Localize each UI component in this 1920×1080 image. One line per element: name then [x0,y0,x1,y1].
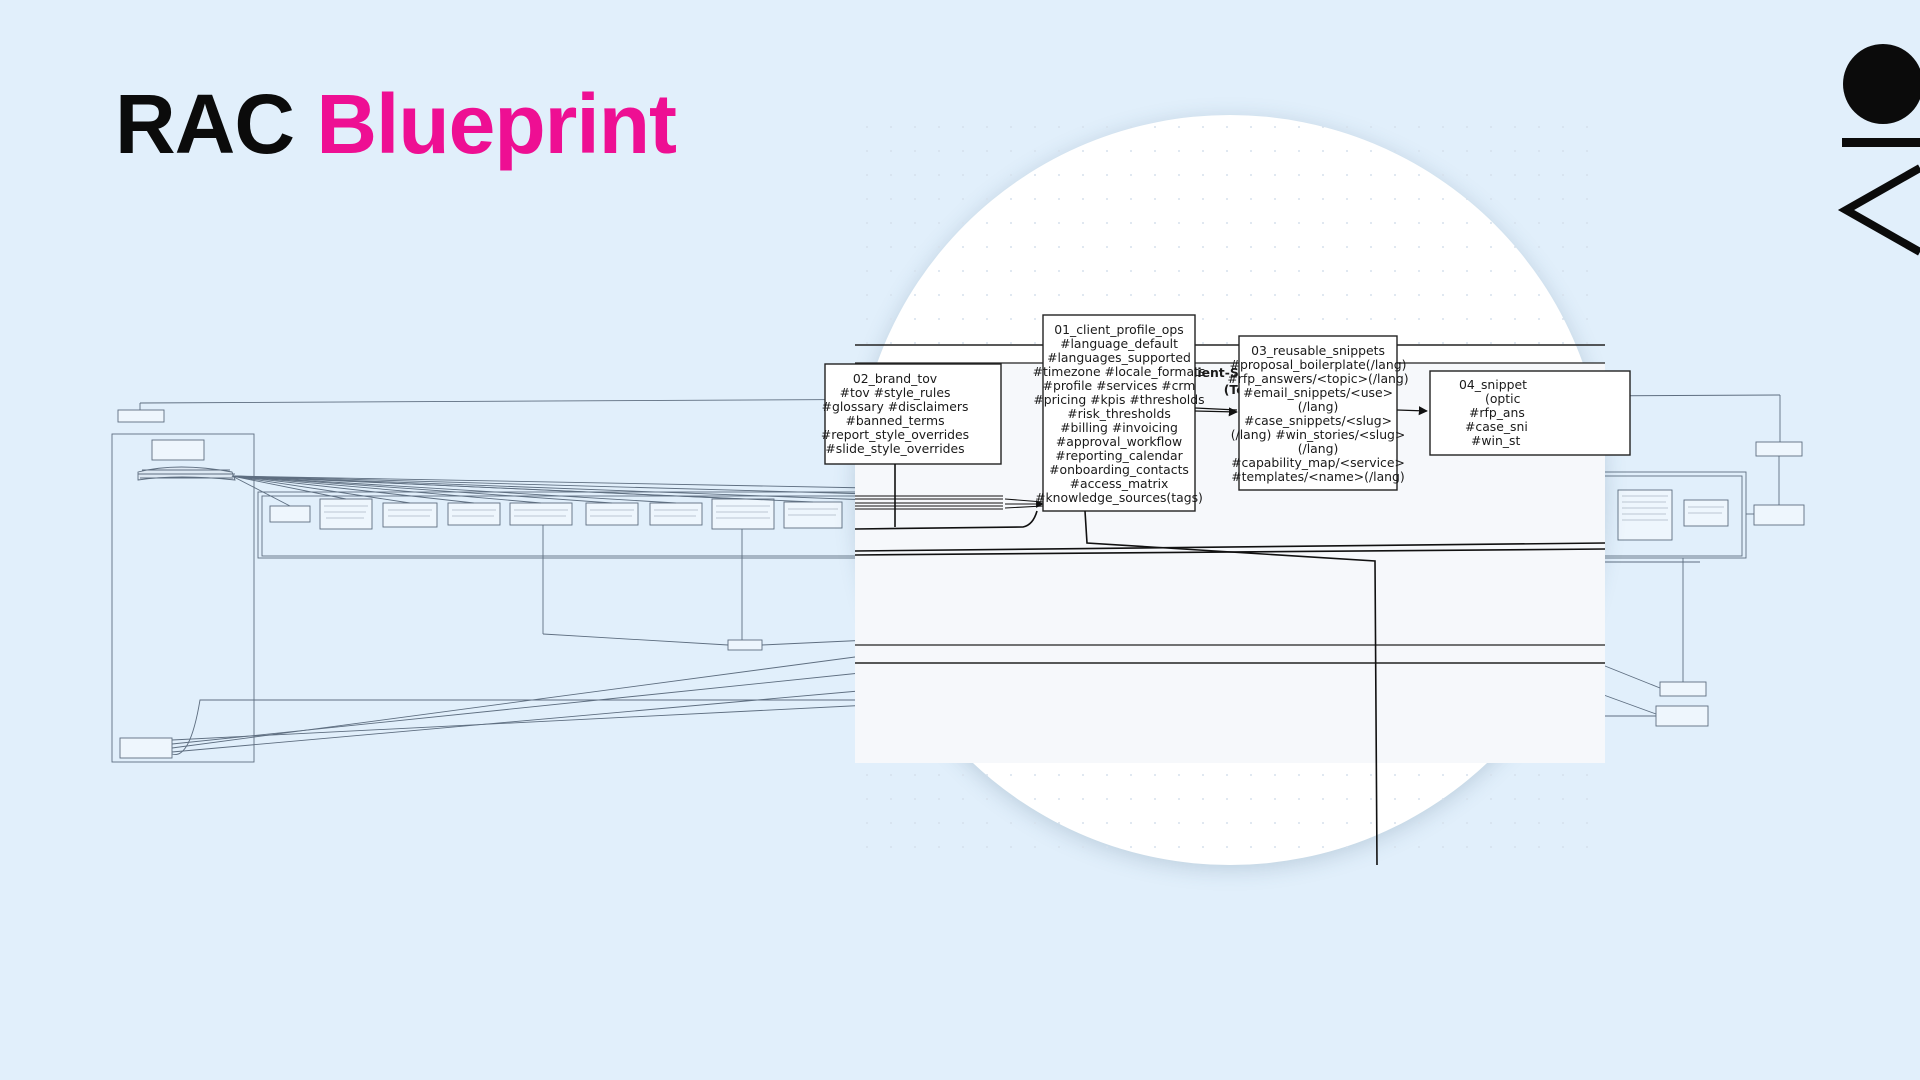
node-reusable-snippets-line: #case_snippets/<slug> [1244,413,1392,428]
node-client-profile-line: #timezone #locale_formats [1033,364,1206,379]
node-snippets-optional [1429,370,1631,456]
node-reusable-snippets-line: #rfp_answers/<topic>(/lang) [1227,371,1408,386]
node-reusable-snippets-line: (/lang) [1298,399,1339,414]
node-brand-tov [824,363,1002,465]
node-client-profile-line: #reporting_calendar [1055,448,1183,463]
title-word-blueprint: Blueprint [316,77,677,171]
title-word-rac: RAC [115,77,295,171]
node-client-profile-line: #onboarding_contacts [1049,462,1189,477]
node-client-profile-line: #approval_workflow [1056,434,1182,449]
node-reusable-snippets-line: 03_reusable_snippets [1251,343,1385,358]
node-snippets-optional-line: (optic [1485,391,1521,406]
node-reusable-snippets-line: #capability_map/<service> [1231,455,1405,470]
node-client-profile-line: 01_client_profile_ops [1054,322,1183,337]
node-client-profile-line: #pricing #kpis #thresholds [1033,392,1204,407]
node-client-profile-ops [1042,314,1196,512]
node-reusable-snippets-line: (/lang) #win_stories/<slug> [1231,427,1406,442]
node-snippets-optional-line: #win_st [1471,433,1520,448]
node-client-profile-line: #language_default [1060,336,1178,351]
node-snippets-optional-line: #case_sni [1465,419,1528,434]
node-client-profile-line: #access_matrix [1070,476,1169,491]
node-snippets-optional-line: 04_snippet [1459,377,1527,392]
node-brand-tov-line: #slide_style_overrides [825,441,964,456]
node-snippets-optional-line: #rfp_ans [1469,405,1525,420]
node-reusable-snippets-line: #templates/<name>(/lang) [1231,469,1404,484]
node-client-profile-line: #knowledge_sources(tags) [1035,490,1203,505]
node-reusable-snippets-line: #email_snippets/<use> [1243,385,1393,400]
magnifier-lens: Client-Specific Docs (Tenant) 02_brand_t… [821,115,1631,866]
node-reusable-snippets-line: (/lang) [1298,441,1339,456]
node-brand-tov-line: #tov #style_rules [840,385,951,400]
node-reusable-snippets [1238,335,1398,491]
node-brand-tov-line: #glossary #disclaimers [822,399,969,414]
node-client-profile-line: #risk_thresholds [1067,406,1171,421]
magnified-diagram: Client-Specific Docs (Tenant) 02_brand_t… [821,115,1631,866]
brand-logo-icon [1837,44,1920,256]
node-brand-tov-line: #banned_terms [845,413,944,428]
node-brand-tov-line: 02_brand_tov [853,371,937,386]
node-client-profile-line: #profile #services #crm [1043,378,1196,393]
node-brand-tov-line: #report_style_overrides [821,427,969,442]
node-client-profile-line: #languages_supported [1047,350,1191,365]
node-reusable-snippets-line: #proposal_boilerplate(/lang) [1230,357,1407,372]
overview-left-column [111,433,255,763]
slide-title: RAC Blueprint [115,82,677,166]
node-client-profile-line: #billing #invoicing [1060,420,1178,435]
